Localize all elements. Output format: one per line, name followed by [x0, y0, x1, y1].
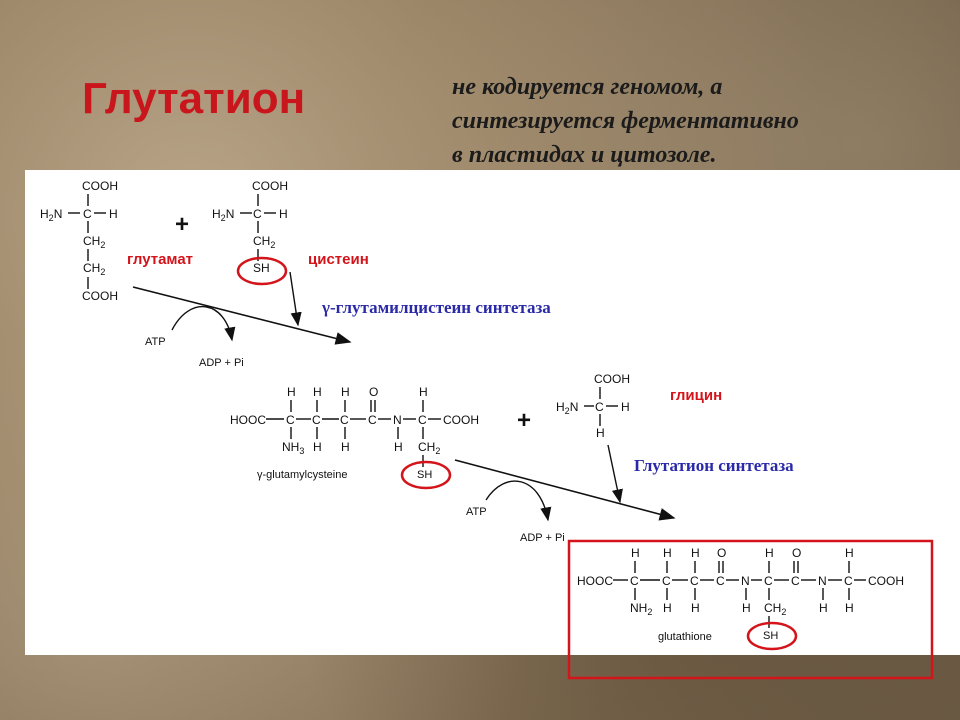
- svg-text:C: C: [286, 413, 295, 427]
- svg-text:CH2: CH2: [83, 261, 105, 277]
- glutathione-structure: H H H O H O H HOOC C C C C N C C N C: [577, 546, 904, 642]
- svg-text:C: C: [83, 207, 92, 221]
- subtitle-line-2: синтезируется ферментативно: [452, 108, 799, 134]
- cysteine-label: цистеин: [308, 251, 369, 268]
- svg-text:H: H: [691, 546, 700, 560]
- svg-text:N: N: [818, 574, 827, 588]
- svg-text:C: C: [844, 574, 853, 588]
- cysteine-sh-highlight: [236, 256, 288, 286]
- svg-text:C: C: [595, 400, 604, 414]
- svg-text:O: O: [369, 385, 378, 399]
- slide-title: Глутатион: [82, 74, 306, 123]
- svg-text:H: H: [279, 207, 288, 221]
- svg-text:H: H: [394, 440, 403, 454]
- svg-text:H: H: [341, 440, 350, 454]
- svg-text:H2N: H2N: [556, 400, 578, 416]
- glutathione-sh-highlight: [746, 621, 798, 651]
- svg-text:C: C: [312, 413, 321, 427]
- atp-curve-arrow-2: [485, 480, 552, 522]
- svg-text:C: C: [368, 413, 377, 427]
- svg-text:COOH: COOH: [82, 179, 118, 193]
- svg-text:NH3: NH3: [282, 440, 304, 456]
- intermediate-sh-highlight: [400, 460, 452, 490]
- svg-text:COOH: COOH: [252, 179, 288, 193]
- adp-label-1: ADP + Pi: [199, 357, 244, 369]
- svg-text:SH: SH: [253, 261, 270, 275]
- svg-text:CH2: CH2: [83, 234, 105, 250]
- glutamylcysteine-structure: H H H O H HOOC C C C C N C COOH NH3 H H …: [230, 385, 479, 481]
- reaction-arrow-1: [132, 286, 352, 345]
- glutamate-structure: COOH H2N C H CH2 CH2 COOH: [40, 179, 118, 303]
- reaction-arrow-2: [454, 459, 676, 521]
- svg-text:C: C: [630, 574, 639, 588]
- svg-text:C: C: [791, 574, 800, 588]
- svg-text:H: H: [287, 385, 296, 399]
- svg-text:H: H: [313, 440, 322, 454]
- svg-text:H: H: [341, 385, 350, 399]
- svg-text:H: H: [631, 546, 640, 560]
- svg-text:SH: SH: [763, 630, 778, 642]
- plus-sign-2: +: [517, 407, 531, 434]
- cysteine-structure: COOH H2N C H CH2 SH: [212, 179, 288, 275]
- svg-text:COOH: COOH: [868, 574, 904, 588]
- svg-text:H: H: [819, 601, 828, 615]
- subtitle-line-3: в пластидах и цитозоле.: [452, 142, 717, 168]
- glutathione-highlight-box: [567, 539, 934, 680]
- svg-text:NH2: NH2: [630, 601, 652, 617]
- svg-text:C: C: [418, 413, 427, 427]
- glycine-structure: COOH H2N C H H: [556, 372, 630, 440]
- svg-text:H: H: [313, 385, 322, 399]
- svg-text:C: C: [764, 574, 773, 588]
- svg-text:CH2: CH2: [253, 234, 275, 250]
- cysteine-input-arrow: [289, 271, 302, 327]
- enzyme-2-label: Глутатион синтетаза: [634, 456, 794, 475]
- svg-text:CH2: CH2: [418, 440, 440, 456]
- svg-text:O: O: [792, 546, 801, 560]
- svg-text:COOH: COOH: [443, 413, 479, 427]
- intermediate-name: γ-glutamylcysteine: [257, 469, 347, 481]
- slide-subtitle: не кодируется геномом, а синтезируется ф…: [452, 70, 942, 172]
- svg-text:H: H: [663, 546, 672, 560]
- svg-text:C: C: [340, 413, 349, 427]
- svg-text:HOOC: HOOC: [230, 413, 266, 427]
- svg-text:N: N: [393, 413, 402, 427]
- svg-text:H: H: [742, 601, 751, 615]
- svg-text:H: H: [845, 601, 854, 615]
- svg-text:O: O: [717, 546, 726, 560]
- svg-text:H: H: [765, 546, 774, 560]
- svg-text:N: N: [741, 574, 750, 588]
- svg-text:H: H: [663, 601, 672, 615]
- glutamate-label: глутамат: [127, 251, 193, 268]
- enzyme-1-label: γ-глутамилцистеин синтетаза: [321, 298, 551, 317]
- glycine-input-arrow: [607, 444, 623, 504]
- glutathione-name: glutathione: [658, 631, 712, 643]
- svg-text:COOH: COOH: [594, 372, 630, 386]
- svg-text:SH: SH: [417, 469, 432, 481]
- svg-text:H: H: [845, 546, 854, 560]
- svg-text:H2N: H2N: [212, 207, 234, 223]
- subtitle-line-1: не кодируется геномом, а: [452, 74, 723, 100]
- svg-text:H: H: [596, 426, 605, 440]
- atp-label-2: ATP: [466, 506, 487, 518]
- svg-text:HOOC: HOOC: [577, 574, 613, 588]
- svg-text:CH2: CH2: [764, 601, 786, 617]
- svg-text:COOH: COOH: [82, 289, 118, 303]
- svg-text:H: H: [691, 601, 700, 615]
- svg-text:C: C: [662, 574, 671, 588]
- svg-text:H2N: H2N: [40, 207, 62, 223]
- atp-label-1: ATP: [145, 336, 166, 348]
- glycine-label: глицин: [670, 387, 722, 404]
- plus-sign-1: +: [175, 211, 189, 238]
- svg-text:C: C: [716, 574, 725, 588]
- svg-text:C: C: [253, 207, 262, 221]
- svg-text:H: H: [419, 385, 428, 399]
- reaction-diagram-panel: [25, 170, 960, 655]
- svg-text:H: H: [621, 400, 630, 414]
- svg-text:C: C: [690, 574, 699, 588]
- atp-curve-arrow-1: [171, 305, 236, 342]
- adp-label-2: ADP + Pi: [520, 532, 565, 544]
- svg-text:H: H: [109, 207, 118, 221]
